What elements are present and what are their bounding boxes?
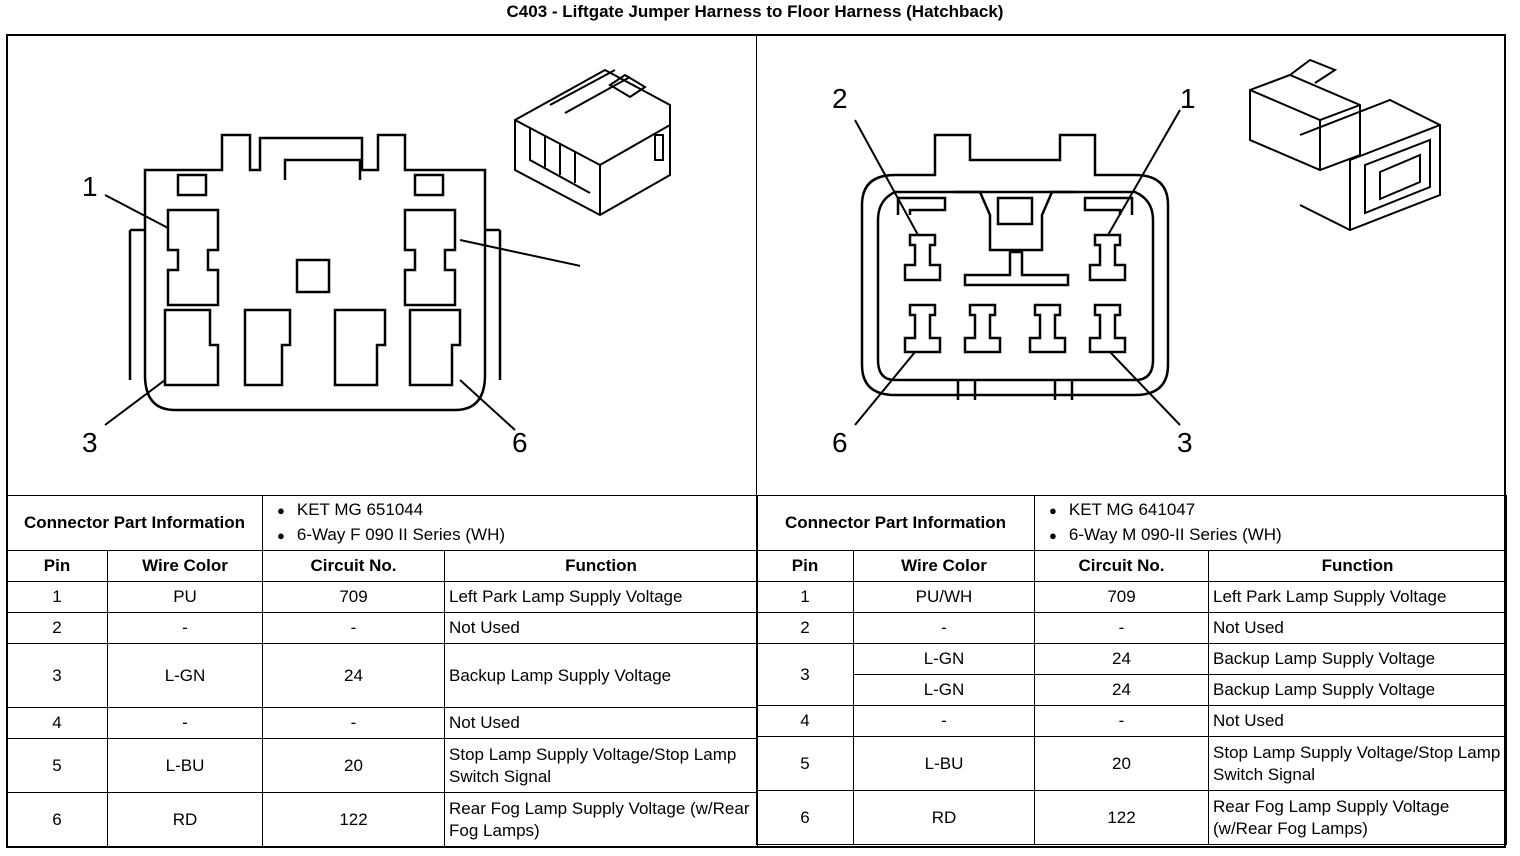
circuit-cell: -: [262, 707, 446, 739]
circuit-cell: 122: [262, 792, 446, 847]
table-row: L-GN 24 Backup Lamp Supply Voltage: [757, 674, 1508, 706]
function-cell: Stop Lamp Supply Voltage/Stop Lamp Switc…: [444, 738, 759, 793]
wire-cell: -: [106, 707, 264, 739]
pin-cell: 5: [6, 738, 108, 793]
pin-cell: 6: [6, 792, 108, 847]
right-connector-face: 2 1 6 3: [832, 83, 1196, 458]
left-callout-1: 1: [82, 171, 98, 202]
wire-cell: PU/WH: [852, 581, 1036, 613]
left-header-wire-color: Wire Color: [106, 550, 264, 582]
circuit-cell: 24: [262, 643, 446, 708]
left-part-info-1: KET MG 651044: [277, 498, 753, 523]
right-callout-6: 6: [832, 427, 848, 458]
wire-cell: RD: [106, 792, 264, 847]
left-header-row: Pin Wire Color Circuit No. Function: [6, 550, 759, 582]
pin-cell: 5: [756, 736, 854, 791]
diagram-title: C403 - Liftgate Jumper Harness to Floor …: [506, 2, 1004, 21]
right-part-info-2: 6-Way M 090-II Series (WH): [1049, 523, 1502, 548]
right-callout-2: 2: [832, 83, 848, 114]
pin-cell: 3: [6, 643, 108, 708]
right-header-pin: Pin: [756, 550, 854, 582]
left-part-info-2: 6-Way F 090 II Series (WH): [277, 523, 753, 548]
circuit-cell: 709: [1034, 581, 1210, 613]
right-pinout-table: Connector Part Information KET MG 641047…: [755, 495, 1508, 845]
function-cell: Backup Lamp Supply Voltage: [444, 643, 759, 708]
left-connector-face: 1 2 3 6: [82, 133, 580, 458]
table-row: 1 PU/WH 709 Left Park Lamp Supply Voltag…: [756, 581, 1508, 613]
pin-cell: 2: [756, 612, 854, 644]
function-cell: Rear Fog Lamp Supply Voltage (w/Rear Fog…: [444, 792, 759, 847]
function-cell: Not Used: [1208, 612, 1508, 644]
right-header-circuit: Circuit No.: [1034, 550, 1210, 582]
right-header-row: Pin Wire Color Circuit No. Function: [756, 550, 1508, 582]
wire-cell: L-GN: [852, 674, 1036, 706]
pin-cell: 4: [756, 705, 854, 737]
function-cell: Backup Lamp Supply Voltage: [1208, 674, 1508, 706]
table-row: 5 L-BU 20 Stop Lamp Supply Voltage/Stop …: [756, 736, 1508, 791]
right-callout-1: 1: [1180, 83, 1196, 114]
right-part-info: KET MG 641047 6-Way M 090-II Series (WH): [1034, 495, 1508, 551]
left-callout-6: 6: [512, 427, 528, 458]
pin-cell: 2: [6, 612, 108, 644]
left-part-info-row: Connector Part Information KET MG 651044…: [5, 495, 759, 551]
pin-cell: 1: [756, 581, 854, 613]
function-cell: Backup Lamp Supply Voltage: [1208, 643, 1508, 675]
circuit-cell: -: [262, 612, 446, 644]
left-header-function: Function: [444, 550, 759, 582]
right-connector-3d-illustration: [1249, 58, 1441, 232]
function-cell: Not Used: [1208, 705, 1508, 737]
right-part-info-row: Connector Part Information KET MG 641047…: [755, 495, 1508, 551]
circuit-cell: 24: [1034, 674, 1210, 706]
wire-cell: -: [106, 612, 264, 644]
function-cell: Not Used: [444, 612, 759, 644]
function-cell: Not Used: [444, 707, 759, 739]
wire-cell: L-GN: [852, 643, 1036, 675]
pin-cell: 4: [6, 707, 108, 739]
circuit-cell: 709: [262, 581, 446, 613]
circuit-cell: -: [1034, 612, 1210, 644]
table-row: 2 - - Not Used: [6, 612, 759, 644]
pin-cell: 3: [756, 643, 854, 706]
circuit-cell: 24: [1034, 643, 1210, 675]
circuit-cell: 20: [262, 738, 446, 793]
function-cell: Left Park Lamp Supply Voltage: [444, 581, 759, 613]
wire-cell: L-GN: [106, 643, 264, 708]
pin-cell: 6: [756, 790, 854, 845]
table-row: 1 PU 709 Left Park Lamp Supply Voltage: [6, 581, 759, 613]
right-header-wire-color: Wire Color: [852, 550, 1036, 582]
right-callout-3: 3: [1177, 427, 1193, 458]
wire-cell: -: [852, 612, 1036, 644]
function-cell: Rear Fog Lamp Supply Voltage (w/Rear Fog…: [1208, 790, 1508, 845]
circuit-cell: -: [1034, 705, 1210, 737]
table-row: 4 - - Not Used: [756, 705, 1508, 737]
right-connector-part-label: Connector Part Information: [755, 495, 1036, 551]
left-pinout-table: Connector Part Information KET MG 651044…: [5, 495, 759, 847]
table-row: 6 RD 122 Rear Fog Lamp Supply Voltage (w…: [756, 790, 1508, 845]
function-cell: Left Park Lamp Supply Voltage: [1208, 581, 1508, 613]
left-header-pin: Pin: [6, 550, 108, 582]
left-connector-part-label: Connector Part Information: [5, 495, 264, 551]
wire-cell: PU: [106, 581, 264, 613]
pin-cell: 1: [6, 581, 108, 613]
table-row: 2 - - Not Used: [756, 612, 1508, 644]
panel-divider: [756, 35, 757, 495]
function-cell: Stop Lamp Supply Voltage/Stop Lamp Switc…: [1208, 736, 1508, 791]
wire-cell: RD: [852, 790, 1036, 845]
table-row: 4 - - Not Used: [6, 707, 759, 739]
circuit-cell: 20: [1034, 736, 1210, 791]
right-part-info-1: KET MG 641047: [1049, 498, 1502, 523]
table-row: 3 L-GN 24 Backup Lamp Supply Voltage: [6, 643, 759, 708]
left-header-circuit: Circuit No.: [262, 550, 446, 582]
wire-cell: L-BU: [106, 738, 264, 793]
wire-cell: L-BU: [852, 736, 1036, 791]
left-part-info: KET MG 651044 6-Way F 090 II Series (WH): [262, 495, 759, 551]
right-header-function: Function: [1208, 550, 1508, 582]
table-row: 5 L-BU 20 Stop Lamp Supply Voltage/Stop …: [6, 738, 759, 793]
left-connector-3d-illustration: [514, 68, 671, 217]
table-row: 3 L-GN 24 Backup Lamp Supply Voltage: [756, 643, 1508, 706]
left-callout-3: 3: [82, 427, 98, 458]
circuit-cell: 122: [1034, 790, 1210, 845]
wire-cell: -: [852, 705, 1036, 737]
table-row: 6 RD 122 Rear Fog Lamp Supply Voltage (w…: [6, 792, 759, 847]
